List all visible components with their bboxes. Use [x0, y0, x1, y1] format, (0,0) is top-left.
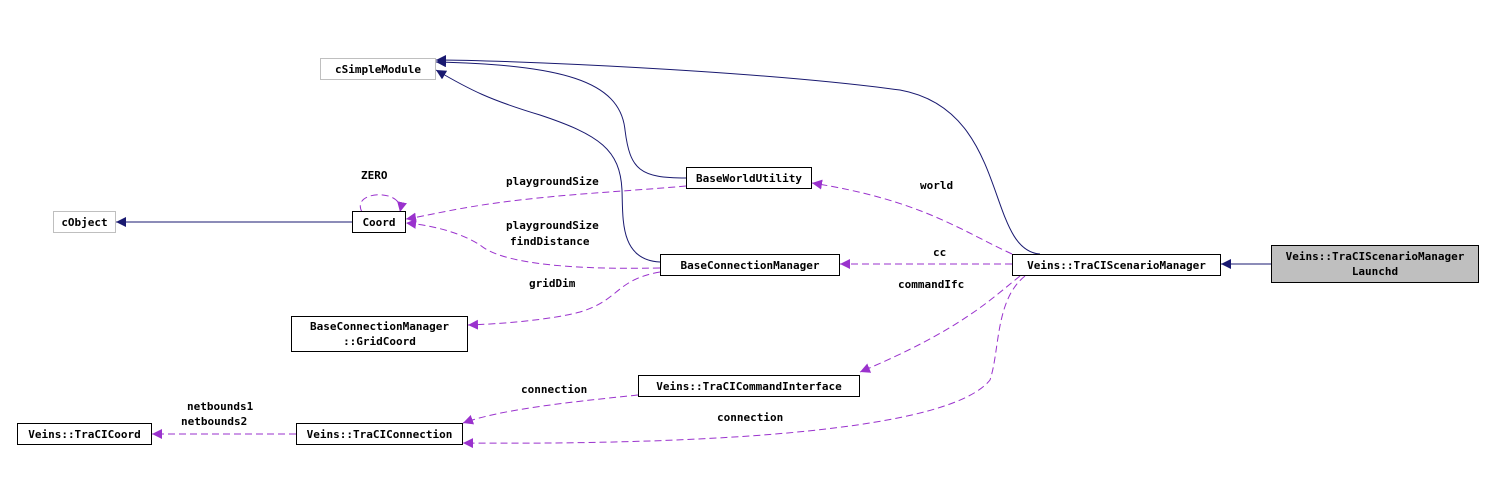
- node-label-line1: Veins::TraCIScenarioManager: [1285, 250, 1465, 263]
- node-label: cSimpleModule: [334, 62, 422, 76]
- edge-label-commandifc: commandIfc: [898, 278, 965, 291]
- node-connection[interactable]: Veins::TraCIConnection: [296, 423, 463, 445]
- edge-baseworldutility-to-coord: [405, 185, 687, 223]
- edge-coord-zero-loop: [359, 194, 407, 213]
- edge-label-playgroundsize-1: playgroundSize: [506, 175, 599, 188]
- node-label: BaseWorldUtility: [696, 171, 802, 185]
- node-label: Veins::TraCIConnection: [306, 427, 453, 441]
- node-coord[interactable]: Coord: [352, 211, 406, 233]
- edge-scenariomanager-to-commandinterface: [859, 275, 1021, 373]
- edge-label-finddistance: findDistance: [510, 235, 590, 248]
- node-label: BaseConnectionManager: [680, 258, 820, 272]
- edge-baseworldutility-to-csimplemodule: [435, 57, 687, 179]
- edge-scenariomanager-to-connection: [462, 275, 1026, 449]
- node-label-line2: ::GridCoord: [343, 335, 416, 348]
- edge-label-world: world: [920, 179, 954, 192]
- node-gridcoord[interactable]: BaseConnectionManager ::GridCoord: [291, 316, 468, 352]
- node-label: cObject: [61, 215, 108, 229]
- edge-label-zero: ZERO: [361, 169, 388, 182]
- node-baseworldutility[interactable]: BaseWorldUtility: [686, 167, 812, 189]
- edge-label-connection-2: connection: [717, 411, 784, 424]
- edge-baseconnectionmanager-to-gridcoord: [467, 271, 661, 330]
- edge-label-netbounds2: netbounds2: [181, 415, 248, 428]
- edge-label-netbounds1: netbounds1: [187, 400, 254, 413]
- node-label: Veins::TraCICommandInterface: [656, 379, 842, 393]
- edge-scenariomanager-to-baseworldutility: [811, 179, 1013, 255]
- node-label-line2: Launchd: [1351, 265, 1399, 278]
- edge-baseconnectionmanager-to-csimplemodule: [435, 69, 661, 263]
- node-scenariomanager[interactable]: Veins::TraCIScenarioManager: [1012, 254, 1221, 276]
- edge-scenariomanager-to-csimplemodule: [435, 55, 1041, 255]
- edge-label-playgroundsize-2: playgroundSize: [506, 219, 599, 232]
- node-label: Veins::TraCIScenarioManager: [1027, 258, 1206, 272]
- edge-label-griddim: gridDim: [529, 277, 576, 290]
- node-baseconnectionmanager[interactable]: BaseConnectionManager: [660, 254, 840, 276]
- node-label-line1: BaseConnectionManager: [309, 320, 450, 333]
- node-commandinterface[interactable]: Veins::TraCICommandInterface: [638, 375, 860, 397]
- node-label: Coord: [362, 215, 396, 229]
- node-csimplemodule[interactable]: cSimpleModule: [320, 58, 436, 80]
- node-cobject[interactable]: cObject: [53, 211, 116, 233]
- edge-baseconnectionmanager-to-coord: [405, 218, 661, 269]
- edge-commandinterface-to-connection: [462, 394, 639, 425]
- node-label: Veins::TraCICoord: [28, 427, 141, 441]
- edge-label-connection-1: connection: [521, 383, 588, 396]
- node-launchd[interactable]: Veins::TraCIScenarioManager Launchd: [1271, 245, 1479, 283]
- node-tracicoord[interactable]: Veins::TraCICoord: [17, 423, 152, 445]
- edge-label-cc: cc: [933, 246, 947, 259]
